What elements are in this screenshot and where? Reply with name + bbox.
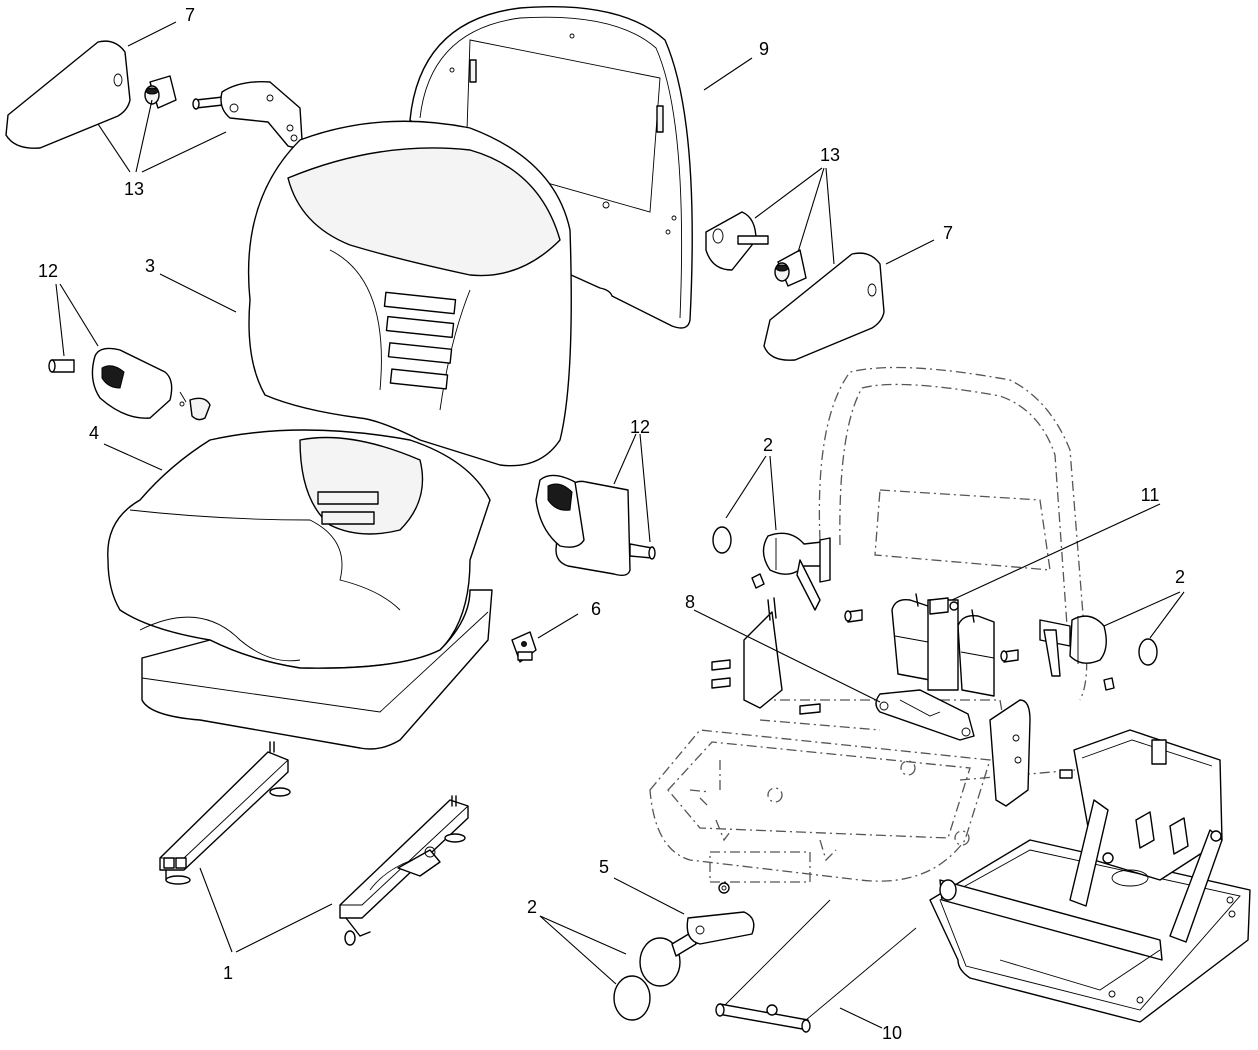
- callout-3: 3: [145, 256, 155, 276]
- small-grommet: [189, 397, 211, 421]
- armrest-left: [5, 40, 131, 149]
- callout-7-right: 7: [943, 223, 953, 243]
- seat-belt-buckle-right: [535, 474, 656, 577]
- suspension-bracket: [875, 689, 975, 741]
- seat-switch: [511, 631, 537, 663]
- height-adjust-knob: [613, 882, 755, 1021]
- callout-5: 5: [599, 857, 609, 877]
- callout-12-right: 12: [630, 417, 650, 437]
- backrest-cushion: [247, 120, 572, 467]
- armrest-pivot-parts-right: [705, 211, 807, 287]
- seat-cushion: [107, 429, 491, 669]
- callout-6: 6: [591, 599, 601, 619]
- callout-2-right: 2: [1175, 567, 1185, 587]
- callout-10: 10: [882, 1023, 902, 1043]
- suspension-base: [929, 729, 1251, 1023]
- callout-13-right: 13: [820, 145, 840, 165]
- leader-lines: [55, 21, 1185, 1029]
- callout-7-left: 7: [185, 5, 195, 25]
- linkage-rod: [715, 899, 917, 1033]
- callout-labels: 7 13 9 13 7 3 12 4 12 2 11 2 8 6 5 2 1 1…: [38, 5, 1185, 1043]
- callout-9: 9: [759, 39, 769, 59]
- frame-side-plates: [743, 597, 1031, 807]
- callout-2-center: 2: [763, 435, 773, 455]
- callout-11: 11: [1141, 485, 1160, 505]
- callout-4: 4: [89, 423, 99, 443]
- suspension-springs: [891, 593, 995, 697]
- callout-8: 8: [685, 592, 695, 612]
- seat-slide-rail-right: [339, 795, 469, 946]
- armrest-pivot-parts-left: [144, 75, 303, 148]
- armrest-right: [763, 252, 885, 361]
- backrest-cover: [409, 5, 693, 329]
- callout-2-bottom: 2: [527, 897, 537, 917]
- seat-frame-phantom: [649, 366, 1088, 883]
- callout-13-left: 13: [124, 179, 144, 199]
- callout-12-left: 12: [38, 261, 58, 281]
- seat-belt-retractor-left: [48, 347, 187, 419]
- callout-1: 1: [223, 963, 233, 983]
- seat-base-pan: [141, 589, 493, 750]
- seat-slide-rail-left: [159, 741, 291, 885]
- adjust-knob-left: [712, 526, 831, 611]
- adjust-knob-right: [1039, 615, 1158, 691]
